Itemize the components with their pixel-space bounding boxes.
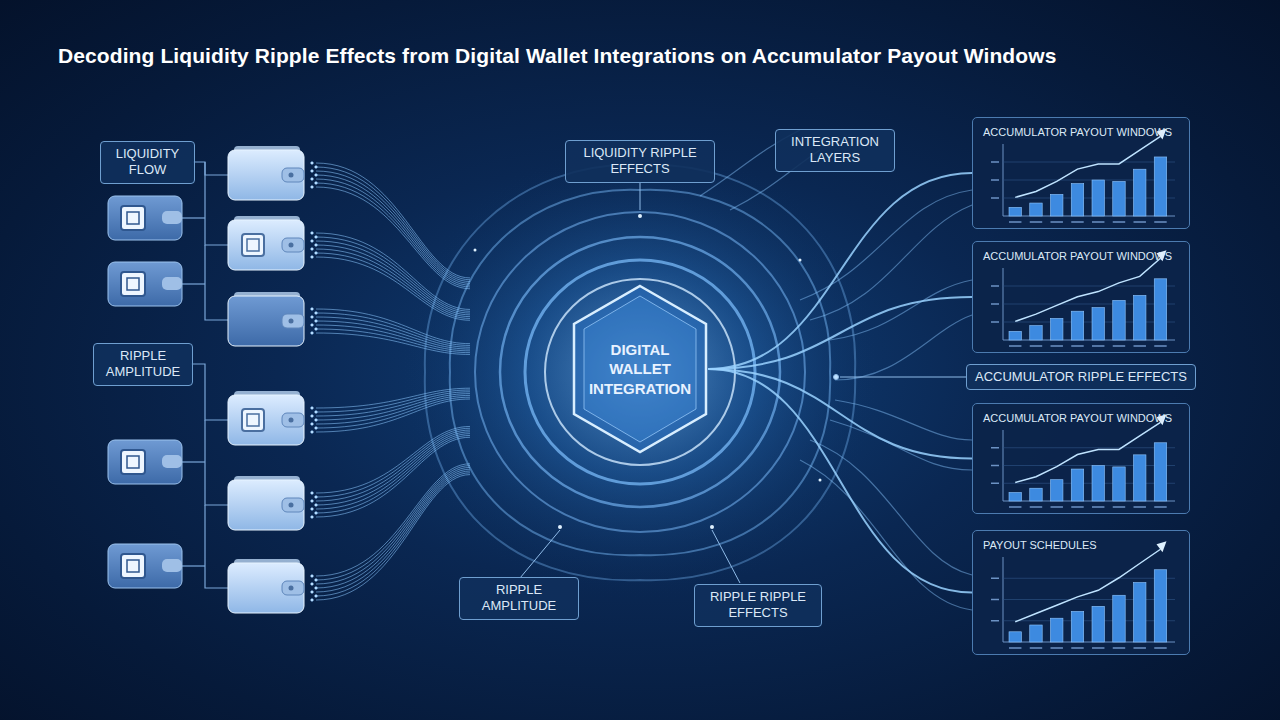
schedule-chart-panel: PAYOUT SCHEDULES <box>972 530 1190 655</box>
amplitude-tag: RIPPLE AMPLITUDE <box>93 343 193 386</box>
flow-tag: LIQUIDITY FLOW <box>100 141 195 184</box>
diagram-title: Decoding Liquidity Ripple Effects from D… <box>58 44 1056 68</box>
payout-chart-panel: ACCUMULATOR PAYOUT WINDOWS <box>972 403 1190 514</box>
node-label: PAYOUT SCHEDULES <box>983 539 1097 551</box>
node-label: DIGITAL WALLET INTEGRATION <box>580 340 700 399</box>
flow-connector <box>708 369 972 459</box>
node-label: RIPPLE RIPPLE EFFECTS <box>710 589 806 620</box>
integration-hexagon: DIGITAL WALLET INTEGRATION <box>572 284 708 454</box>
payout-chart-panel: ACCUMULATOR PAYOUT WINDOWS <box>972 241 1190 353</box>
node-label: ACCUMULATOR PAYOUT WINDOWS <box>983 412 1172 424</box>
payout-chart-panel: ACCUMULATOR PAYOUT WINDOWS <box>972 117 1190 229</box>
amplitude-tag: RIPPLE AMPLITUDE <box>459 577 579 620</box>
layers-tag: INTEGRATION LAYERS <box>775 129 895 172</box>
effects-tag: LIQUIDITY RIPPLE EFFECTS <box>565 140 715 183</box>
node-label: RIPPLE AMPLITUDE <box>482 582 556 613</box>
node-label: LIQUIDITY FLOW <box>116 146 180 177</box>
flow-connector <box>708 173 972 369</box>
node-label: INTEGRATION LAYERS <box>791 134 879 165</box>
node-label: ACCUMULATOR PAYOUT WINDOWS <box>983 250 1172 262</box>
ripple-effects-tag: RIPPLE RIPPLE EFFECTS <box>694 584 822 627</box>
node-label: RIPPLE AMPLITUDE <box>106 348 180 379</box>
flow-connector <box>708 369 972 593</box>
node-label: LIQUIDITY RIPPLE EFFECTS <box>583 145 696 176</box>
node-label: ACCUMULATOR RIPPLE EFFECTS <box>975 369 1187 384</box>
flow-connector <box>708 297 972 369</box>
ripple-effects-tag: ACCUMULATOR RIPPLE EFFECTS <box>966 364 1196 390</box>
node-label: ACCUMULATOR PAYOUT WINDOWS <box>983 126 1172 138</box>
